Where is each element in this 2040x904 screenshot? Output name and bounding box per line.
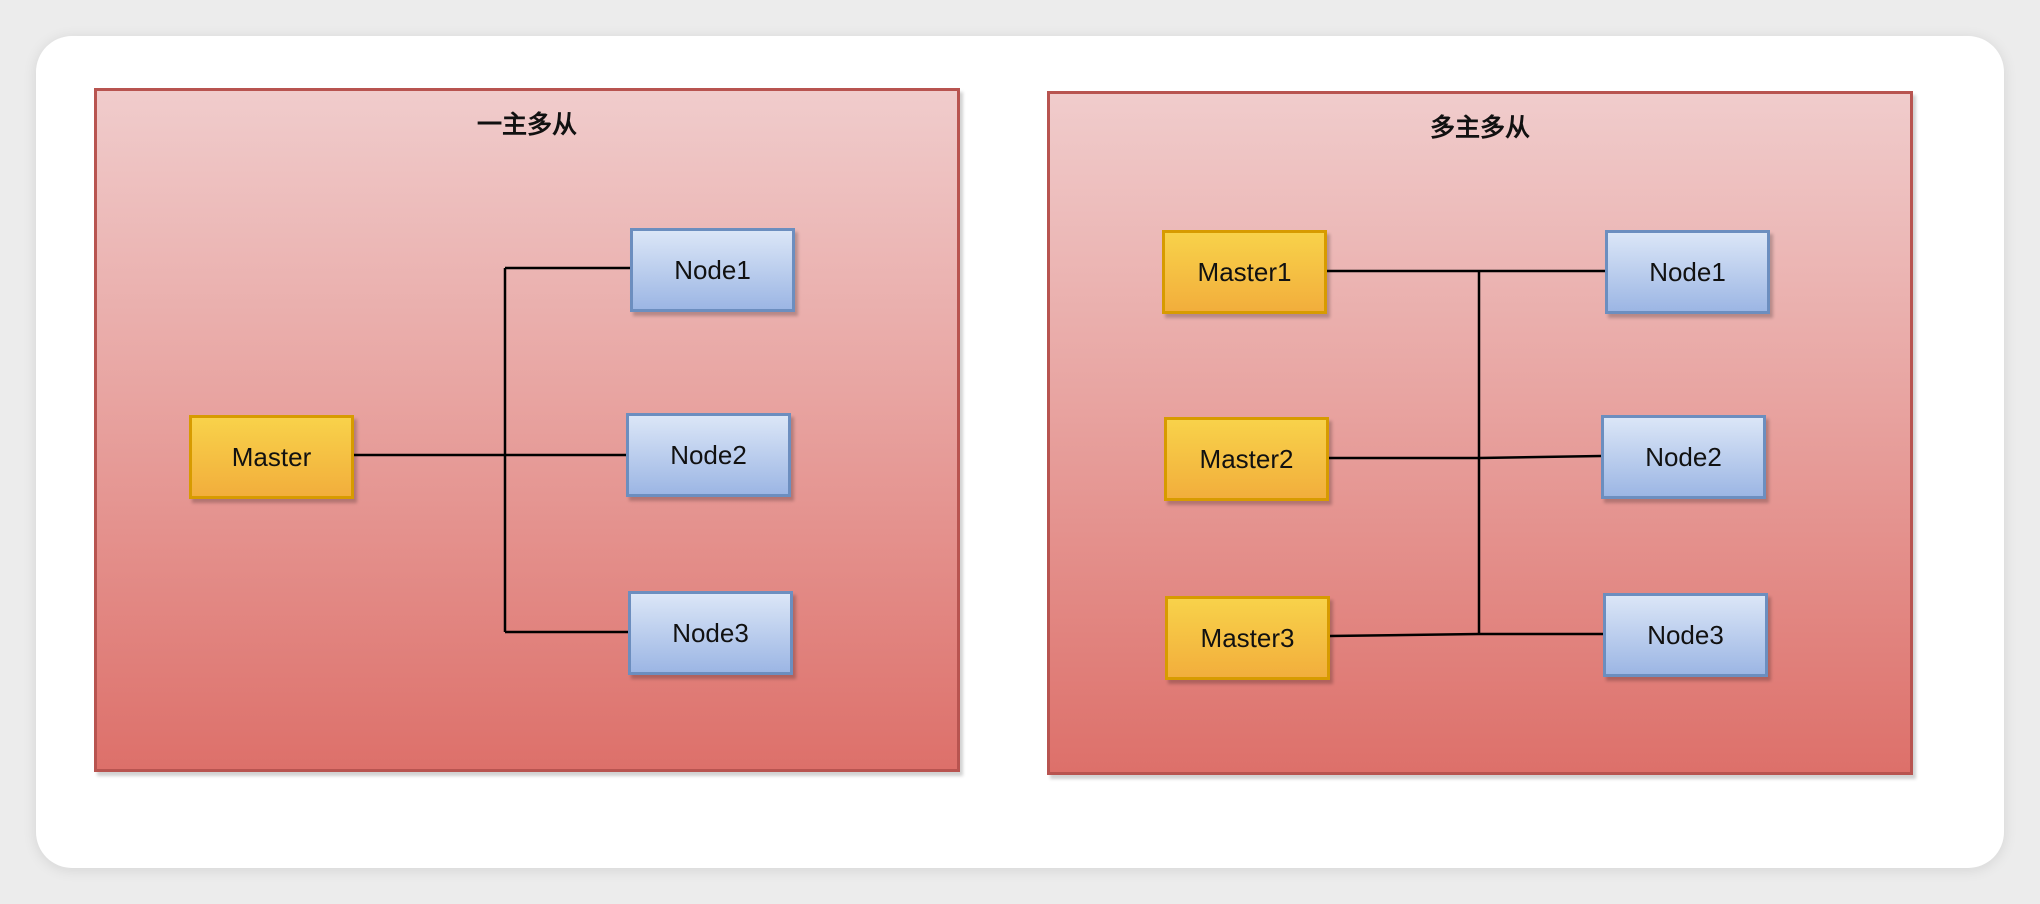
node3-box: Node3 <box>1603 593 1768 677</box>
node2-box: Node2 <box>1601 415 1766 499</box>
panel-title: 一主多从 <box>476 110 577 139</box>
panel-title: 多主多从 <box>1429 113 1530 142</box>
node3-box: Node3 <box>628 591 793 675</box>
node1-box: Node1 <box>1605 230 1770 314</box>
master2-node: Master2 <box>1164 417 1329 501</box>
node2-box: Node2 <box>626 413 791 497</box>
master1-node: Master1 <box>1162 230 1327 314</box>
node1-box: Node1 <box>630 228 795 312</box>
master-node: Master <box>189 415 354 499</box>
master3-node: Master3 <box>1165 596 1330 680</box>
